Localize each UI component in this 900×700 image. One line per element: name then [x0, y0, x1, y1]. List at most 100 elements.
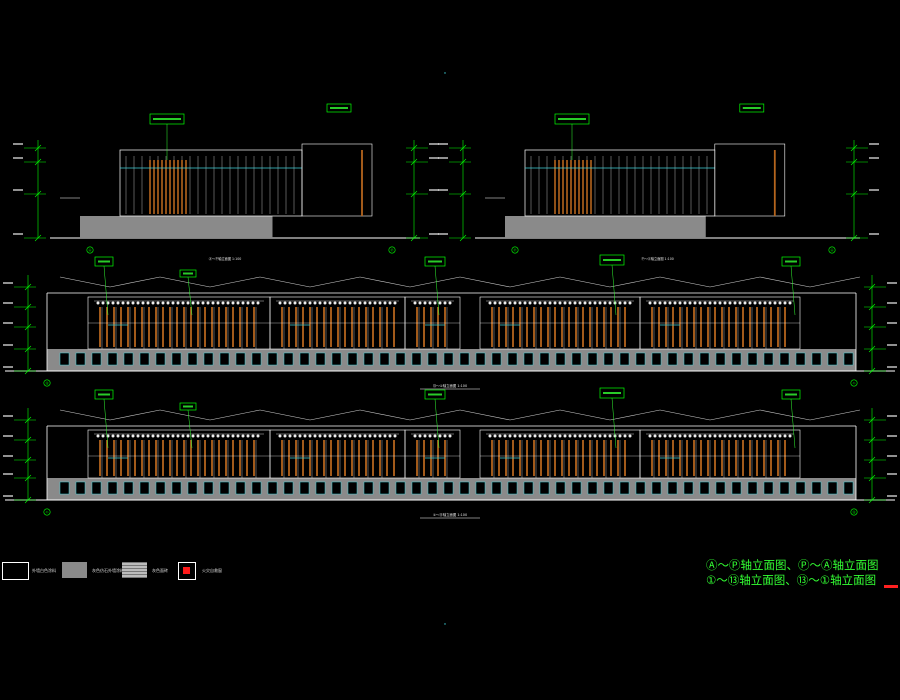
pergola-beam	[196, 301, 200, 305]
pergola-beam	[718, 434, 722, 438]
pergola-beam	[211, 434, 215, 438]
ground-window	[763, 481, 774, 495]
callout-box	[739, 103, 765, 113]
ground-window	[203, 352, 214, 366]
pergola-beam	[513, 434, 517, 438]
pergola-beam	[588, 434, 592, 438]
ground-window	[283, 352, 294, 366]
ground-window	[219, 352, 230, 366]
ground-window	[827, 481, 838, 495]
ground-window	[539, 352, 550, 366]
pergola-beam	[628, 434, 632, 438]
level-note	[887, 344, 897, 346]
roof-slope	[659, 409, 711, 421]
pergola-beam	[553, 434, 557, 438]
pergola-beam	[763, 301, 767, 305]
pergola-beam	[533, 301, 537, 305]
pergola-beam	[563, 434, 567, 438]
roof-slope	[159, 276, 211, 288]
axis-bubble	[86, 246, 94, 254]
pergola-beam	[708, 434, 712, 438]
ground-window	[203, 481, 214, 495]
pergola-beam	[768, 434, 772, 438]
pergola-beam	[196, 434, 200, 438]
ground-window	[587, 352, 598, 366]
pergola-beam	[678, 301, 682, 305]
pergola-beam	[146, 301, 150, 305]
ground-window	[475, 481, 486, 495]
pergola-beam	[201, 301, 205, 305]
pergola-beam	[738, 301, 742, 305]
ground-window	[779, 352, 790, 366]
pergola-beam	[373, 434, 377, 438]
ground-window	[379, 352, 390, 366]
pergola-beam	[603, 301, 607, 305]
pergola-beam	[418, 301, 422, 305]
level-note	[887, 302, 897, 304]
pergola-beam	[318, 301, 322, 305]
pergola-beam	[96, 434, 100, 438]
roof-slope	[659, 276, 711, 288]
pergola-beam	[318, 434, 322, 438]
pergola-beam	[186, 301, 190, 305]
pergola-beam	[663, 434, 667, 438]
ground-window	[619, 352, 630, 366]
roof-slope	[759, 276, 811, 288]
pergola-beam	[653, 301, 657, 305]
ground-window	[427, 481, 438, 495]
callout-text	[558, 118, 586, 120]
pergola-beam	[608, 434, 612, 438]
level-note	[3, 366, 13, 368]
ground-window	[843, 481, 854, 495]
pergola-beam	[618, 434, 622, 438]
pergola-beam	[558, 434, 562, 438]
ground-window	[75, 352, 86, 366]
ground-window	[299, 481, 310, 495]
callout-text	[183, 272, 193, 275]
pergola-beam	[523, 301, 527, 305]
pergola-beam	[543, 434, 547, 438]
ground-window	[699, 352, 710, 366]
pergola-beam	[241, 301, 245, 305]
ground-window	[667, 352, 678, 366]
pergola-beam	[418, 434, 422, 438]
roof-slope	[109, 276, 161, 288]
pergola-beam	[568, 434, 572, 438]
pergola-beam	[166, 301, 170, 305]
pergola-beam	[708, 301, 712, 305]
roof-slope	[559, 409, 611, 421]
callout-text	[98, 393, 110, 396]
pergola-beam	[513, 301, 517, 305]
pergola-beam	[338, 434, 342, 438]
pergola-beam	[753, 301, 757, 305]
pergola-beam	[313, 434, 317, 438]
pergola-beam	[131, 434, 135, 438]
callout-text	[603, 392, 621, 394]
pergola-beam	[363, 301, 367, 305]
pergola-beam	[206, 434, 210, 438]
pergola-beam	[333, 434, 337, 438]
pergola-beam	[448, 434, 452, 438]
pergola-beam	[668, 301, 672, 305]
pergola-beam	[778, 434, 782, 438]
callout-text	[428, 393, 442, 396]
pergola-beam	[393, 434, 397, 438]
pergola-beam	[111, 301, 115, 305]
pergola-beam	[388, 301, 392, 305]
pergola-beam	[683, 301, 687, 305]
ground-window	[123, 352, 134, 366]
pergola-beam	[713, 434, 717, 438]
pergola-beam	[161, 301, 165, 305]
ground-window	[731, 481, 742, 495]
pergola-beam	[368, 301, 372, 305]
roof-slope	[509, 276, 561, 288]
level-note	[3, 473, 13, 475]
level-note	[13, 233, 23, 235]
pergola-beam	[508, 301, 512, 305]
pergola-beam	[578, 301, 582, 305]
pergola-beam	[733, 301, 737, 305]
leader-line	[187, 409, 193, 449]
ground-window	[587, 481, 598, 495]
building-plinth	[505, 216, 706, 238]
